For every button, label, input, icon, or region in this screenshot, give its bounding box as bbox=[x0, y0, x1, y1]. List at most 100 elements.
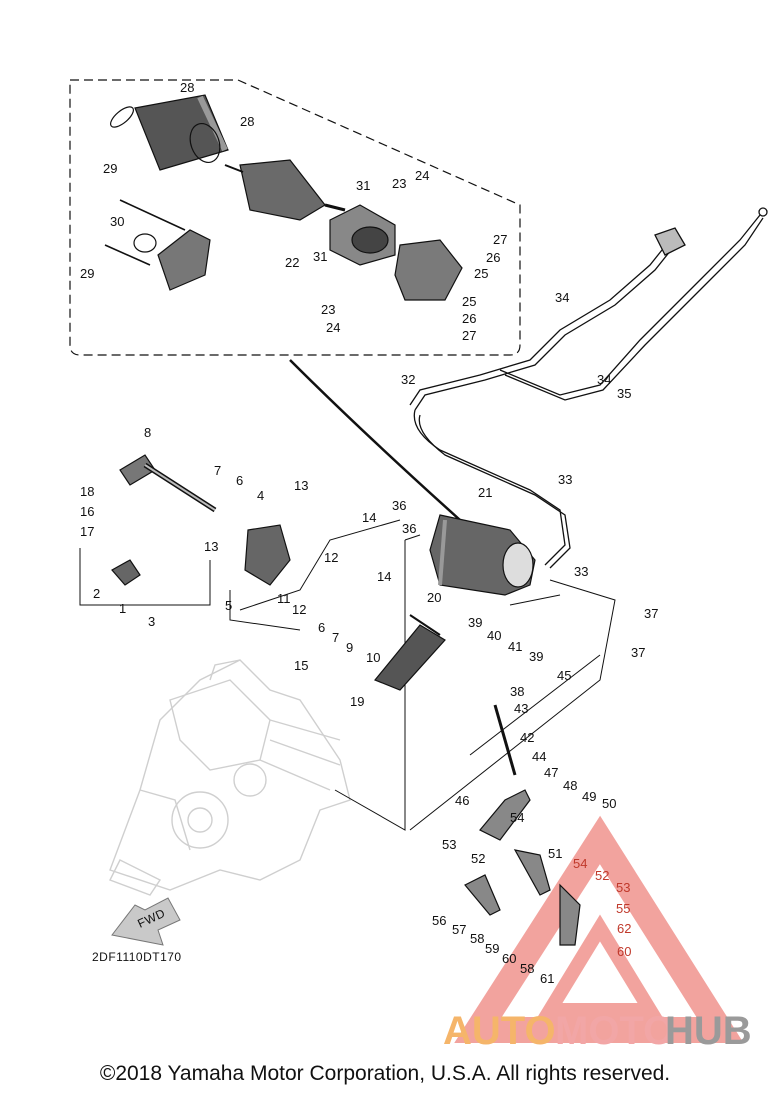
callout-55: 55 bbox=[616, 901, 630, 916]
watermark-logo: AUTO MOTO HUB bbox=[443, 1009, 752, 1053]
watermark-text-moto: MOTO bbox=[555, 1009, 674, 1053]
callout-31: 31 bbox=[313, 249, 327, 264]
forward-direction-arrow: FWD bbox=[111, 897, 181, 946]
callout-13: 13 bbox=[204, 539, 218, 554]
callout-17: 17 bbox=[80, 524, 94, 539]
brake-pedal-assembly bbox=[464, 789, 581, 946]
callout-16: 16 bbox=[80, 504, 94, 519]
callout-48: 48 bbox=[563, 778, 577, 793]
callout-49: 49 bbox=[582, 789, 596, 804]
watermark-text-hub: HUB bbox=[665, 1009, 752, 1053]
callout-54: 54 bbox=[510, 810, 524, 825]
engine-case bbox=[109, 659, 351, 896]
callout-20: 20 bbox=[427, 590, 441, 605]
callout-46: 46 bbox=[455, 793, 469, 808]
callout-28: 28 bbox=[180, 80, 194, 95]
callout-38: 38 bbox=[510, 684, 524, 699]
callout-40: 40 bbox=[487, 628, 501, 643]
callout-37: 37 bbox=[644, 606, 658, 621]
callout-5: 5 bbox=[225, 598, 232, 613]
watermark-text-auto: AUTO bbox=[443, 1009, 556, 1053]
callout-8: 8 bbox=[144, 425, 151, 440]
callout-51: 51 bbox=[548, 846, 562, 861]
callout-6: 6 bbox=[236, 473, 243, 488]
callout-33: 33 bbox=[574, 564, 588, 579]
callout-24: 24 bbox=[415, 168, 429, 183]
callout-32: 32 bbox=[401, 372, 415, 387]
callout-42: 42 bbox=[520, 730, 534, 745]
starter-motor bbox=[429, 514, 536, 596]
callout-18: 18 bbox=[80, 484, 94, 499]
callout-29: 29 bbox=[80, 266, 94, 281]
callout-35: 35 bbox=[617, 386, 631, 401]
starter-rear-cover bbox=[394, 239, 463, 301]
stopper-lever bbox=[111, 559, 141, 586]
callout-15: 15 bbox=[294, 658, 308, 673]
callout-24: 24 bbox=[326, 320, 340, 335]
callout-7: 7 bbox=[214, 463, 221, 478]
callout-7: 7 bbox=[332, 630, 339, 645]
callout-47: 47 bbox=[544, 765, 558, 780]
callout-36: 36 bbox=[402, 521, 416, 536]
callout-52: 52 bbox=[595, 868, 609, 883]
callout-28: 28 bbox=[240, 114, 254, 129]
callout-45: 45 bbox=[557, 668, 571, 683]
shift-shaft bbox=[119, 454, 217, 513]
callout-31: 31 bbox=[356, 178, 370, 193]
callout-1: 1 bbox=[119, 601, 126, 616]
callout-56: 56 bbox=[432, 913, 446, 928]
callout-58: 58 bbox=[520, 961, 534, 976]
callout-41: 41 bbox=[508, 639, 522, 654]
shift-rod bbox=[493, 704, 517, 776]
callout-9: 9 bbox=[346, 640, 353, 655]
starter-cable bbox=[409, 207, 768, 569]
callout-6: 6 bbox=[318, 620, 325, 635]
callout-22: 22 bbox=[285, 255, 299, 270]
callout-34: 34 bbox=[597, 372, 611, 387]
callout-11: 11 bbox=[277, 591, 291, 606]
watermark-triangle bbox=[454, 815, 744, 1043]
brush-holder-set bbox=[329, 204, 396, 266]
starter-front-cover bbox=[104, 199, 211, 291]
callout-60: 60 bbox=[617, 944, 631, 959]
callout-53: 53 bbox=[616, 880, 630, 895]
callout-58: 58 bbox=[470, 931, 484, 946]
callout-12: 12 bbox=[292, 602, 306, 617]
callout-30: 30 bbox=[110, 214, 124, 229]
callout-44: 44 bbox=[532, 749, 546, 764]
callout-37: 37 bbox=[631, 645, 645, 660]
callout-34: 34 bbox=[555, 290, 569, 305]
callout-23: 23 bbox=[321, 302, 335, 317]
callout-29: 29 bbox=[103, 161, 117, 176]
callout-33: 33 bbox=[558, 472, 572, 487]
callout-27: 27 bbox=[493, 232, 507, 247]
callout-14: 14 bbox=[362, 510, 376, 525]
callout-10: 10 bbox=[366, 650, 380, 665]
callout-19: 19 bbox=[350, 694, 364, 709]
callout-25: 25 bbox=[462, 294, 476, 309]
callout-59: 59 bbox=[485, 941, 499, 956]
callout-62: 62 bbox=[617, 921, 631, 936]
callout-23: 23 bbox=[392, 176, 406, 191]
callout-14: 14 bbox=[377, 569, 391, 584]
callout-39: 39 bbox=[468, 615, 482, 630]
callout-57: 57 bbox=[452, 922, 466, 937]
callout-26: 26 bbox=[486, 250, 500, 265]
assembly-guide-lines bbox=[79, 519, 616, 831]
shift-drum-segment bbox=[244, 524, 291, 586]
diagram-part-code: 2DF1110DT170 bbox=[92, 950, 182, 964]
shift-pedal bbox=[374, 614, 446, 691]
callout-4: 4 bbox=[257, 488, 264, 503]
callout-50: 50 bbox=[602, 796, 616, 811]
callout-52: 52 bbox=[471, 851, 485, 866]
callout-13: 13 bbox=[294, 478, 308, 493]
callout-27: 27 bbox=[462, 328, 476, 343]
callout-3: 3 bbox=[148, 614, 155, 629]
callout-54: 54 bbox=[573, 856, 587, 871]
callout-53: 53 bbox=[442, 837, 456, 852]
callout-25: 25 bbox=[474, 266, 488, 281]
callout-12: 12 bbox=[324, 550, 338, 565]
